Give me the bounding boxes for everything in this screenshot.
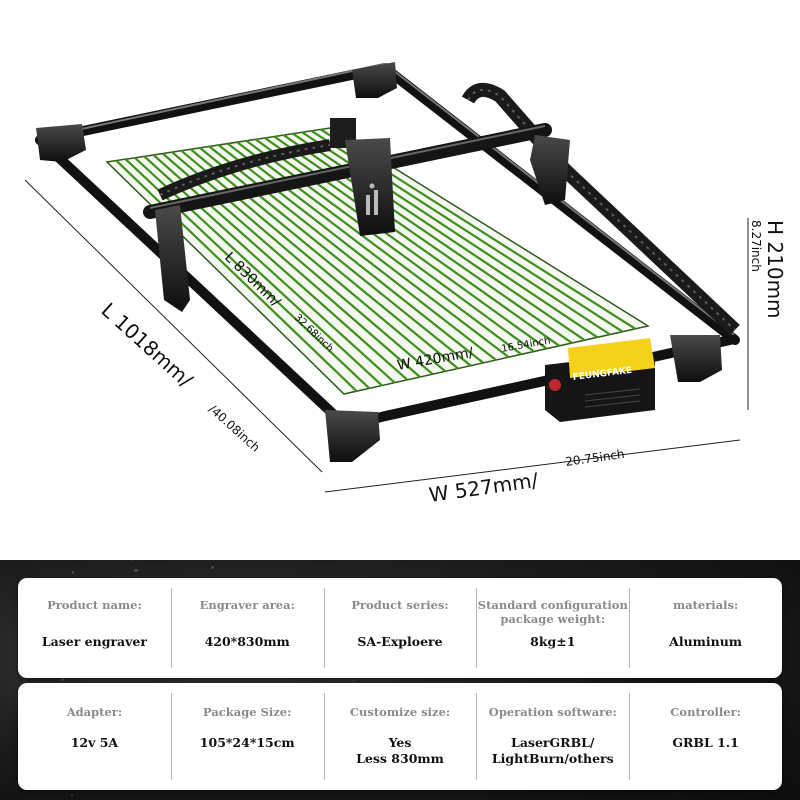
engraving-line: [189, 148, 459, 370]
spec-product-name: Product name: Laser engraver: [18, 578, 171, 678]
controller-box: FEUNGFAKE: [545, 338, 655, 422]
spec-label: Customize size:: [349, 705, 451, 719]
spec-label: materials:: [672, 598, 739, 612]
background-speck: [60, 677, 64, 681]
engraving-line: [143, 155, 396, 384]
background-speck: [71, 793, 74, 797]
width-inch-label: 20.75inch: [564, 447, 625, 469]
spec-label: Operation software:: [488, 705, 617, 719]
background-speck: [134, 568, 138, 573]
spec-customize-size: Customize size: Yes Less 830mm: [323, 683, 477, 790]
gantry: [143, 118, 570, 312]
engraving-line: [152, 154, 409, 381]
spec-value: Aluminum: [669, 634, 743, 649]
engraving-line: [134, 156, 383, 387]
height-label: H 210mm: [763, 220, 787, 319]
spec-value: Laser engraver: [41, 634, 147, 649]
spec-value: Yes Less 830mm: [356, 735, 444, 766]
length-inch-label: /40.08inch: [206, 402, 263, 455]
spec-label: Adapter:: [66, 705, 123, 719]
spec-value: 8kg±1: [530, 634, 576, 649]
spec-controller: Controller: GRBL 1.1: [629, 683, 782, 790]
background-speck: [131, 560, 133, 562]
spec-value: SA-Exploere: [357, 634, 443, 649]
specification-panel: Product name: Laser engraver Engraver ar…: [0, 560, 800, 800]
background-speck: [16, 686, 18, 688]
spec-label: Package Size:: [203, 705, 292, 719]
spec-card-2: Adapter: 12v 5A Package Size: 105*24*15c…: [18, 683, 782, 790]
height-inch-label: 8.27inch: [749, 220, 763, 272]
spec-value: LaserGRBL/ LightBurn/others: [491, 735, 614, 766]
engraving-line: [217, 144, 497, 361]
engraving-line: [199, 146, 472, 367]
spec-materials: materials: Aluminum: [629, 578, 782, 678]
spec-value: 420*830mm: [204, 634, 290, 649]
engraving-line: [162, 152, 421, 378]
spec-package-weight: Standard configuration package weight: 8…: [476, 578, 629, 678]
engraving-line: [208, 145, 485, 364]
spec-value: GRBL 1.1: [672, 735, 739, 750]
engraving-line: [180, 149, 447, 373]
spec-value: 12v 5A: [70, 735, 119, 750]
spec-adapter: Adapter: 12v 5A: [18, 683, 171, 790]
spec-label: Standard configuration package weight:: [477, 598, 628, 626]
spec-label: Controller:: [670, 705, 741, 719]
width-label: W 527mm/: [427, 468, 540, 507]
length-label: L 1018mm/: [97, 298, 198, 392]
spec-card-1: Product name: Laser engraver Engraver ar…: [18, 578, 782, 678]
background-speck: [71, 571, 75, 574]
background-speck: [352, 679, 355, 682]
spec-label: Product name:: [47, 598, 142, 612]
engraving-line: [171, 151, 434, 376]
drag-chain-right: [461, 83, 740, 336]
engraving-line: [115, 159, 358, 392]
laser-engraver-illustration: FEUNGFAKE L 1018mm/ /40.08inch W 527mm/ …: [24, 62, 787, 507]
spec-label: Engraver area:: [199, 598, 295, 612]
spec-package-size: Package Size: 105*24*15cm: [170, 683, 324, 790]
background-speck: [210, 565, 215, 570]
spec-value: 105*24*15cm: [199, 735, 295, 750]
spec-product-series: Product series: SA-Exploere: [323, 578, 477, 678]
spec-operation-software: Operation software: LaserGRBL/ LightBurn…: [476, 683, 629, 790]
dimension-lines: [24, 179, 749, 493]
spec-label: Product series:: [351, 598, 449, 612]
spec-engraver-area: Engraver area: 420*830mm: [170, 578, 324, 678]
